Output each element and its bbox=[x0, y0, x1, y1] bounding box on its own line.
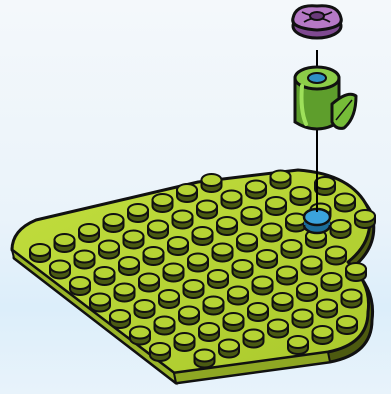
stud bbox=[242, 207, 262, 225]
stud bbox=[119, 257, 139, 275]
stud bbox=[30, 244, 50, 262]
stud bbox=[262, 224, 282, 242]
stud bbox=[204, 297, 224, 315]
stud bbox=[110, 310, 130, 328]
stud bbox=[139, 274, 159, 292]
stud bbox=[244, 330, 264, 348]
stud bbox=[144, 247, 164, 265]
stud bbox=[128, 204, 148, 222]
stud bbox=[195, 350, 215, 368]
stud bbox=[177, 184, 197, 202]
stud bbox=[346, 263, 366, 281]
stud bbox=[228, 287, 248, 305]
stud bbox=[331, 220, 351, 238]
stud bbox=[355, 210, 375, 228]
stud bbox=[288, 336, 308, 354]
stud bbox=[257, 250, 277, 268]
stud bbox=[237, 234, 257, 252]
stud bbox=[322, 273, 342, 291]
stud bbox=[337, 316, 357, 334]
stud bbox=[55, 234, 75, 252]
stud bbox=[268, 320, 288, 338]
stud bbox=[104, 214, 124, 232]
stud bbox=[302, 257, 322, 275]
stud bbox=[70, 277, 90, 295]
stud bbox=[219, 340, 239, 358]
stud bbox=[293, 310, 313, 328]
stud bbox=[197, 201, 217, 219]
stud bbox=[168, 237, 188, 255]
stud bbox=[224, 313, 244, 331]
stud bbox=[291, 187, 311, 205]
stud bbox=[271, 171, 291, 189]
leaf bbox=[332, 94, 356, 128]
stud bbox=[208, 270, 228, 288]
stud bbox=[130, 327, 150, 345]
flower-head bbox=[293, 6, 342, 38]
stud bbox=[222, 191, 242, 209]
stem-piece-with-leaf bbox=[295, 67, 356, 129]
blue-highlight-stud bbox=[304, 209, 330, 233]
stud bbox=[153, 194, 173, 212]
stud bbox=[50, 261, 70, 279]
stud bbox=[99, 241, 119, 259]
stud bbox=[150, 343, 170, 361]
stud bbox=[155, 317, 175, 335]
stud bbox=[246, 181, 266, 199]
stud bbox=[90, 294, 110, 312]
stud bbox=[164, 264, 184, 282]
stud bbox=[297, 283, 317, 301]
stud bbox=[342, 290, 362, 308]
stud bbox=[233, 260, 253, 278]
stud bbox=[124, 231, 144, 249]
stud bbox=[135, 300, 155, 318]
stud bbox=[199, 323, 219, 341]
stud bbox=[213, 244, 233, 262]
stud bbox=[175, 333, 195, 351]
stud bbox=[277, 267, 297, 285]
stud bbox=[148, 221, 168, 239]
stud bbox=[248, 303, 268, 321]
stud bbox=[313, 326, 333, 344]
stud bbox=[115, 284, 135, 302]
stud bbox=[326, 247, 346, 265]
stud bbox=[184, 280, 204, 298]
stud bbox=[173, 211, 193, 229]
stud bbox=[193, 227, 213, 245]
stud bbox=[75, 251, 95, 269]
stud bbox=[179, 307, 199, 325]
stud bbox=[282, 240, 302, 258]
stud bbox=[159, 290, 179, 308]
stud bbox=[273, 293, 293, 311]
stud bbox=[202, 174, 222, 192]
stud bbox=[188, 254, 208, 272]
stud bbox=[335, 194, 355, 212]
stud bbox=[95, 267, 115, 285]
stud bbox=[317, 300, 337, 318]
stud bbox=[79, 224, 99, 242]
stud bbox=[217, 217, 237, 235]
stud bbox=[253, 277, 273, 295]
stud bbox=[266, 197, 286, 215]
